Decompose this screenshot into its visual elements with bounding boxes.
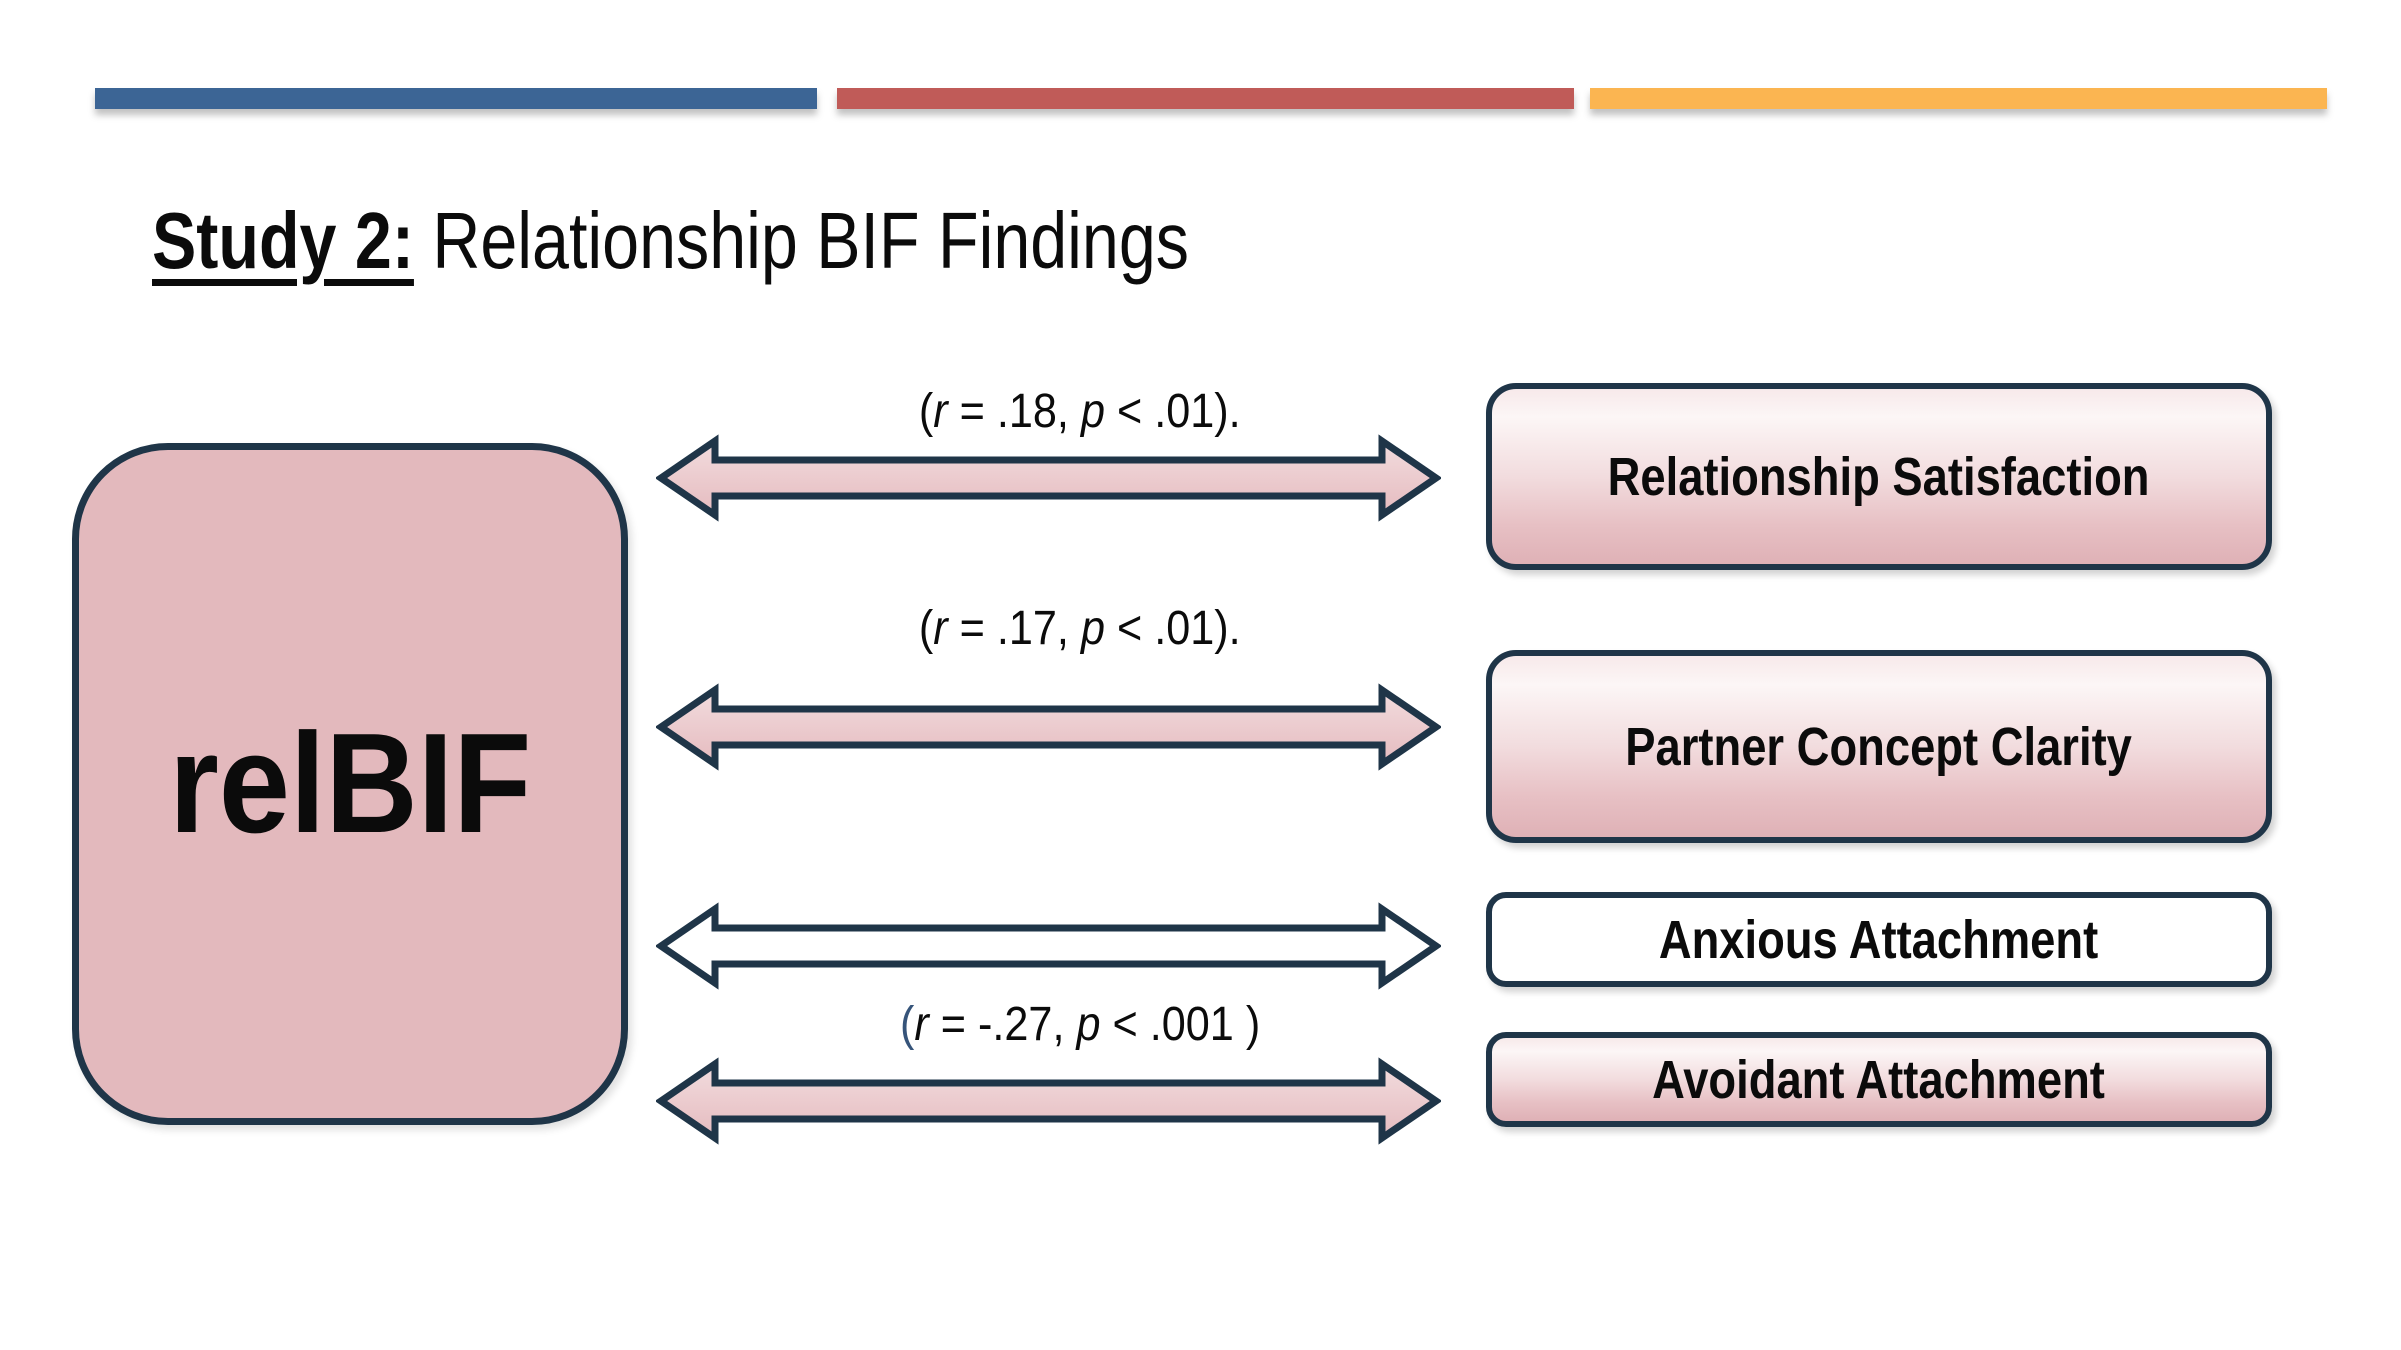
box-partner-concept-clarity: Partner Concept Clarity (1486, 650, 2272, 843)
double-arrow-relationship-satisfaction (656, 434, 1441, 522)
relbif-box: relBIF (72, 443, 628, 1125)
title-study-prefix: Study 2: (152, 196, 414, 285)
double-arrow-partner-concept-clarity (656, 683, 1441, 771)
paren-open: ( (899, 998, 915, 1051)
box-label: Partner Concept Clarity (1625, 716, 2133, 777)
page-title: Study 2: Relationship BIF Findings (152, 196, 1189, 286)
p-value: < .01). (1105, 385, 1241, 438)
correlation-label-relationship-satisfaction: (r = .18, p < .01). (660, 384, 1500, 439)
r-value: = -.27, (928, 998, 1077, 1051)
box-label: Anxious Attachment (1659, 909, 2099, 970)
correlation-label-partner-concept-clarity: (r = .17, p < .01). (660, 601, 1500, 656)
correlation-label-avoidant-attachment: (r = -.27, p < .001 ) (660, 997, 1500, 1052)
p-value: < .01). (1105, 602, 1241, 655)
box-relationship-satisfaction: Relationship Satisfaction (1486, 383, 2272, 570)
double-arrow-anxious-attachment (656, 902, 1441, 990)
box-avoidant-attachment: Avoidant Attachment (1486, 1032, 2272, 1127)
r-value: = .17, (947, 602, 1082, 655)
r-symbol: r (914, 998, 929, 1051)
p-symbol: p (1081, 385, 1106, 438)
r-symbol: r (933, 602, 948, 655)
r-symbol: r (933, 385, 948, 438)
accent-bar-yellow (1590, 88, 2327, 109)
p-symbol: p (1076, 998, 1101, 1051)
box-label: Avoidant Attachment (1652, 1049, 2106, 1110)
double-arrow-avoidant-attachment (656, 1057, 1441, 1145)
title-suffix: Relationship BIF Findings (413, 196, 1189, 285)
p-value: < .001 ) (1100, 998, 1261, 1051)
paren-open: ( (919, 602, 934, 655)
accent-bar-blue (95, 88, 817, 109)
p-symbol: p (1081, 602, 1106, 655)
box-label: Relationship Satisfaction (1608, 446, 2150, 507)
box-anxious-attachment: Anxious Attachment (1486, 892, 2272, 987)
accent-bar-red (837, 88, 1574, 109)
paren-open: ( (919, 385, 934, 438)
relbif-label: relBIF (168, 704, 532, 863)
r-value: = .18, (947, 385, 1082, 438)
